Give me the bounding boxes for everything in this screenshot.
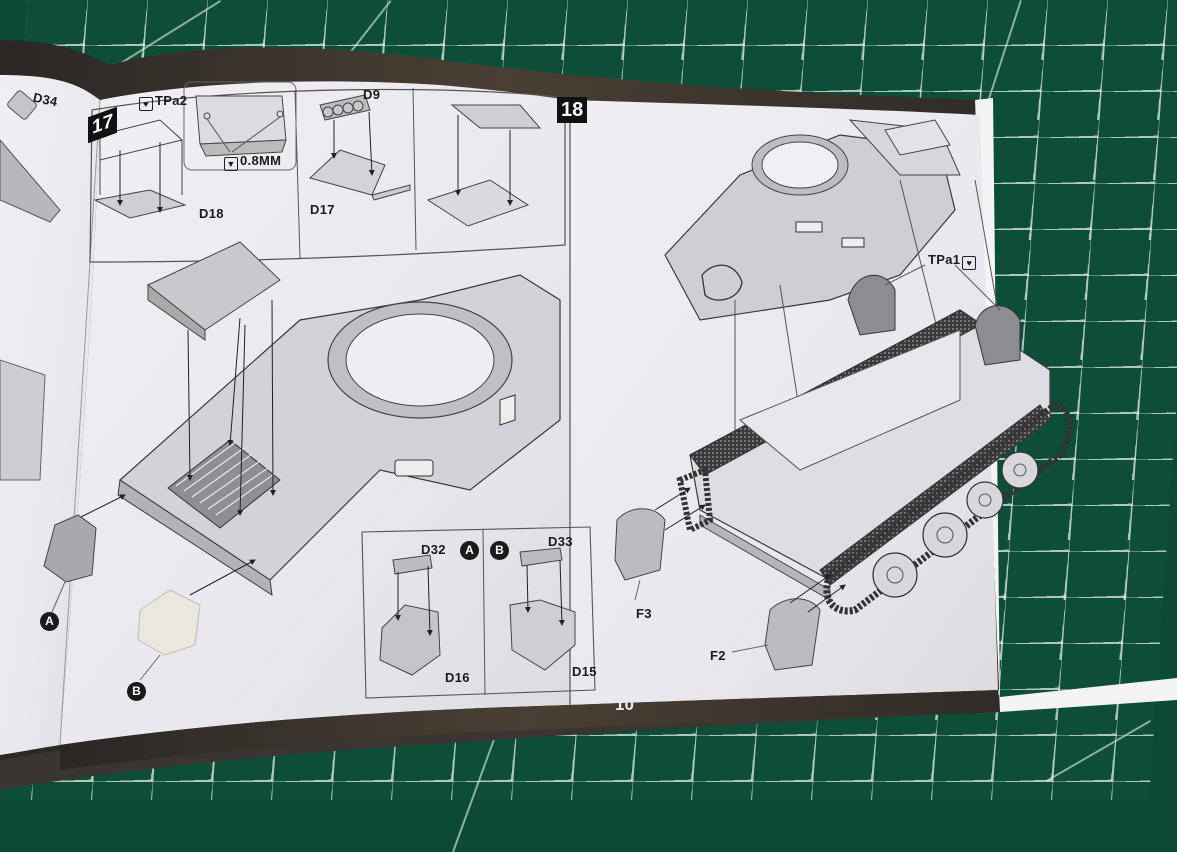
part-label-d33: D33	[548, 534, 573, 549]
part-label-d16: D16	[445, 670, 470, 685]
callout-badge-b: B	[127, 682, 146, 701]
part-label-d18: D18	[199, 206, 224, 221]
photo-etch-label-tpa2: ♥TPa2	[137, 93, 187, 111]
label-text: 0.8MM	[240, 153, 282, 168]
photo-etch-icon: ♥	[962, 256, 977, 270]
label-text: TPa1	[928, 252, 961, 267]
photo-etch-label-tpa1: TPa1♥	[928, 252, 978, 270]
part-label-f2: F2	[710, 648, 726, 663]
instruction-booklet: D34 17 ♥TPa2 D18 ▼0.8MM D9 D17 A B D32 A…	[0, 40, 1177, 790]
callout-badge-a: A	[40, 612, 59, 631]
part-label-d15: D15	[572, 664, 597, 679]
drill-size-label: ▼0.8MM	[222, 153, 281, 171]
inset-badge-b: B	[490, 541, 509, 560]
inset-badge-a: A	[460, 541, 479, 560]
booklet-artwork	[0, 40, 1177, 790]
label-text: TPa2	[155, 93, 188, 108]
page-number: 10	[615, 695, 634, 714]
part-label-d32: D32	[421, 542, 446, 557]
part-label-f3: F3	[636, 606, 652, 621]
photo-etch-icon: ♥	[139, 97, 153, 111]
drill-icon: ▼	[224, 157, 238, 171]
part-label-d17: D17	[310, 202, 335, 217]
step-number-18: 18	[557, 97, 588, 123]
part-label-d9: D9	[363, 87, 381, 102]
